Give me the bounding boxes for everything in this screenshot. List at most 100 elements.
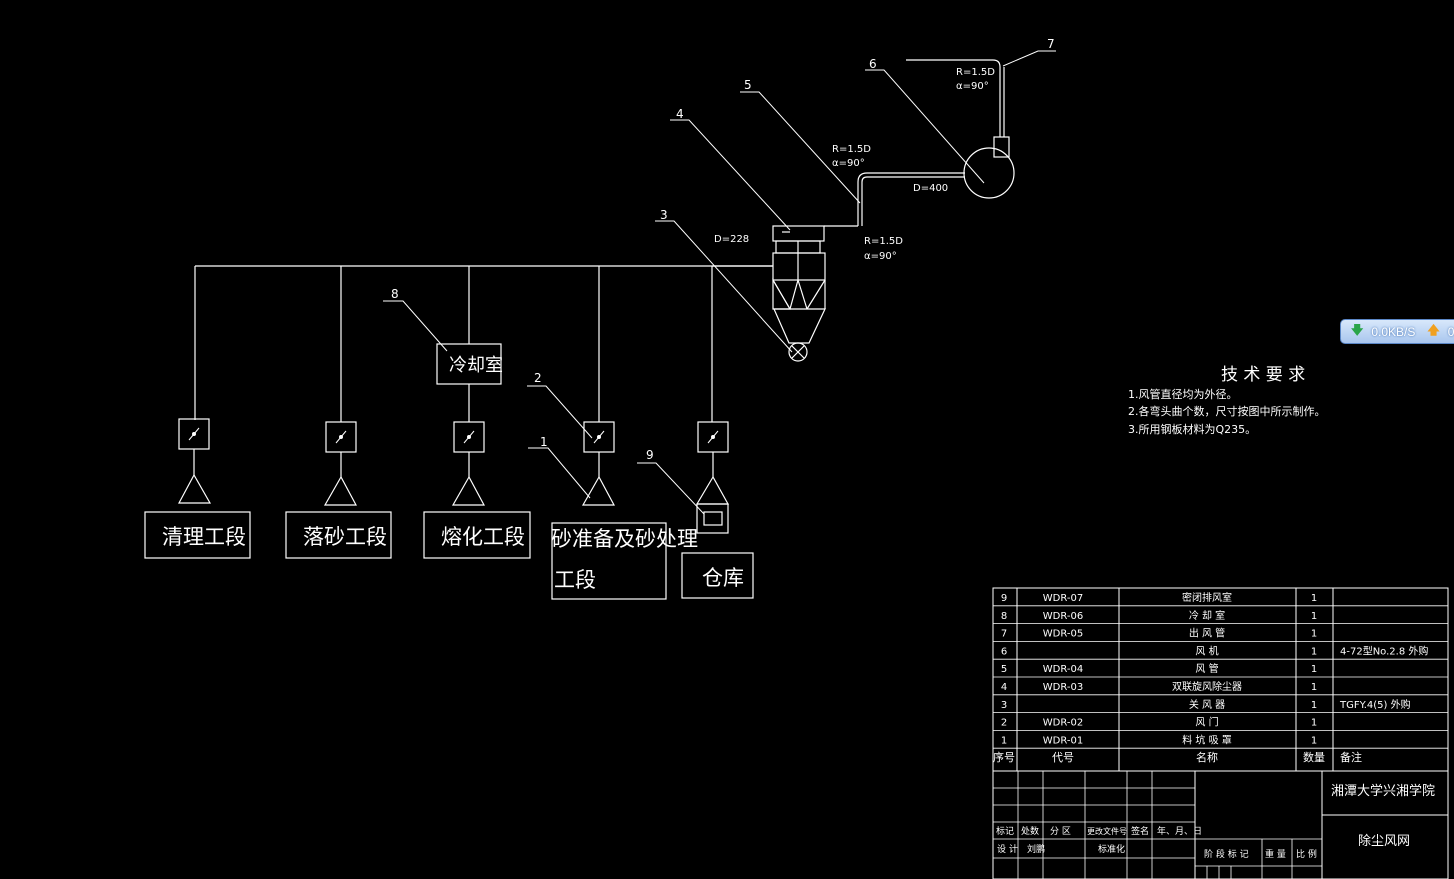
station-label: 清理工段 (162, 525, 246, 549)
station-label: 砂准备及砂处理 (551, 527, 698, 551)
bom-cell: 4 (1001, 682, 1007, 693)
bom-cell: TGFY.4(5) 外购 (1339, 698, 1411, 711)
stage-label: 比 例 (1296, 848, 1317, 860)
leader-7 (1002, 50, 1056, 67)
network-speed-widget[interactable]: 🡇 0.0KB/S 🡅 0 (1340, 319, 1454, 344)
bom-cell: 料 坑 吸 罩 (1182, 733, 1232, 746)
callout-label: 7 (1047, 37, 1055, 51)
upload-rate: 0 (1447, 324, 1454, 339)
upload-arrow-icon: 🡅 (1427, 323, 1440, 337)
rotary-valve-icon (788, 342, 808, 362)
bom-cell: 3 (1001, 700, 1007, 711)
requirement-item: 3.所用钢板材料为Q235。 (1128, 422, 1256, 436)
bom-cell: WDR-03 (1043, 682, 1083, 693)
callout-label: 4 (676, 107, 684, 121)
bom-cell: 1 (1311, 611, 1317, 622)
title-block-label: 签名 (1131, 825, 1149, 837)
bom-cell: WDR-01 (1043, 735, 1083, 746)
callout-label: 9 (646, 448, 654, 462)
bom-header-cell: 代号 (1052, 751, 1074, 764)
dimension-label: D=400 (913, 183, 948, 194)
bom-cell: 7 (1001, 629, 1007, 640)
bend-radius-label: R=1.5D (864, 236, 903, 247)
bom-cell: 1 (1311, 735, 1317, 746)
callout-label: 6 (869, 57, 877, 71)
callout-label: 8 (391, 287, 399, 301)
bom-cell: WDR-05 (1043, 629, 1083, 640)
bom-header-cell: 数量 (1303, 751, 1325, 764)
bom-cell: WDR-06 (1043, 611, 1083, 622)
bend-angle-label: α=90° (832, 158, 865, 169)
cyclone-inlet (772, 225, 825, 242)
bom-cell: 2 (1001, 718, 1007, 729)
bom-cell: 风 门 (1195, 716, 1218, 729)
hood-icon (451, 475, 486, 506)
callout-label: 3 (660, 208, 668, 222)
title-block-label: 年、月、日 (1157, 825, 1202, 837)
stage-label: 重 量 (1265, 848, 1286, 860)
bom-cell: 4-72型No.2.8 外购 (1340, 644, 1428, 657)
bom-cell: 1 (1311, 700, 1317, 711)
bend-radius-label: R=1.5D (832, 144, 871, 155)
standard-label: 标准化 (1098, 843, 1125, 855)
bom-cell: 1 (1311, 718, 1317, 729)
station-label: 落砂工段 (303, 525, 387, 549)
bom-cell: 1 (1311, 593, 1317, 604)
requirement-item: 2.各弯头曲个数，尺寸按图中所示制作。 (1128, 404, 1326, 418)
bom-cell: 双联旋风除尘器 (1172, 680, 1242, 693)
bom-cell: 6 (1001, 646, 1007, 657)
leader-3 (655, 220, 793, 353)
bom-cell: 5 (1001, 664, 1007, 675)
bom-cell: WDR-07 (1043, 593, 1083, 604)
cooling-room-label: 冷却室 (449, 355, 503, 376)
hood-icon (323, 475, 358, 506)
download-arrow-icon: 🡇 (1351, 323, 1364, 337)
bom-cell: 风 机 (1195, 644, 1218, 657)
bom-header-cell: 备注 (1340, 750, 1362, 764)
callout-label: 5 (744, 78, 752, 92)
title-block-label: 分 区 (1050, 826, 1071, 837)
cooling-room-box (436, 343, 502, 385)
requirement-item: 1.风管直径均为外径。 (1128, 387, 1238, 401)
title-block-label: 标记 (996, 825, 1014, 837)
download-rate: 0.0KB/S (1371, 324, 1416, 339)
designer-name: 刘鹏 (1027, 843, 1045, 855)
bom-cell: WDR-02 (1043, 718, 1083, 729)
leader-8 (383, 300, 448, 352)
requirements-title: 技 术 要 求 (1221, 365, 1305, 385)
leader-6 (865, 69, 985, 184)
station-label: 仓库 (702, 566, 744, 590)
bom-cell: 密闭排风室 (1182, 591, 1232, 604)
bend-angle-label: α=90° (864, 251, 897, 262)
bom-header-cell: 序号 (993, 750, 1015, 764)
fan-icon (963, 147, 1015, 199)
leader-5 (740, 91, 861, 204)
leader-2 (527, 385, 593, 439)
station-box (551, 522, 667, 600)
title-block (992, 770, 1449, 879)
bom-cell: 8 (1001, 611, 1007, 622)
bom-cell: 风 管 (1195, 662, 1218, 675)
hood-icon (177, 473, 212, 504)
bom-cell: 9 (1001, 593, 1007, 604)
callout-label: 1 (540, 435, 548, 449)
cyclone-body (772, 252, 826, 281)
bom-header-cell: 名称 (1196, 750, 1218, 764)
bom-cell: 1 (1311, 646, 1317, 657)
bend-angle-label: α=90° (956, 81, 989, 92)
dimension-label: D=228 (714, 234, 749, 245)
title-block-label: 更改文件号 (1087, 826, 1127, 836)
station-box (144, 511, 251, 559)
school-name: 湘潭大学兴湘学院 (1331, 783, 1435, 799)
bom-cell: 出 风 管 (1189, 627, 1225, 640)
station-box (285, 511, 392, 559)
leader-1 (528, 447, 591, 499)
drawing-name: 除尘风网 (1358, 834, 1410, 849)
station-label: 工段 (554, 568, 596, 592)
bom-cell: 1 (1311, 682, 1317, 693)
bom-cell: WDR-04 (1043, 664, 1083, 675)
cyclone-cone (773, 308, 826, 344)
leader-9 (637, 462, 705, 515)
callout-label: 2 (534, 371, 542, 385)
bom-cell: 1 (1311, 629, 1317, 640)
